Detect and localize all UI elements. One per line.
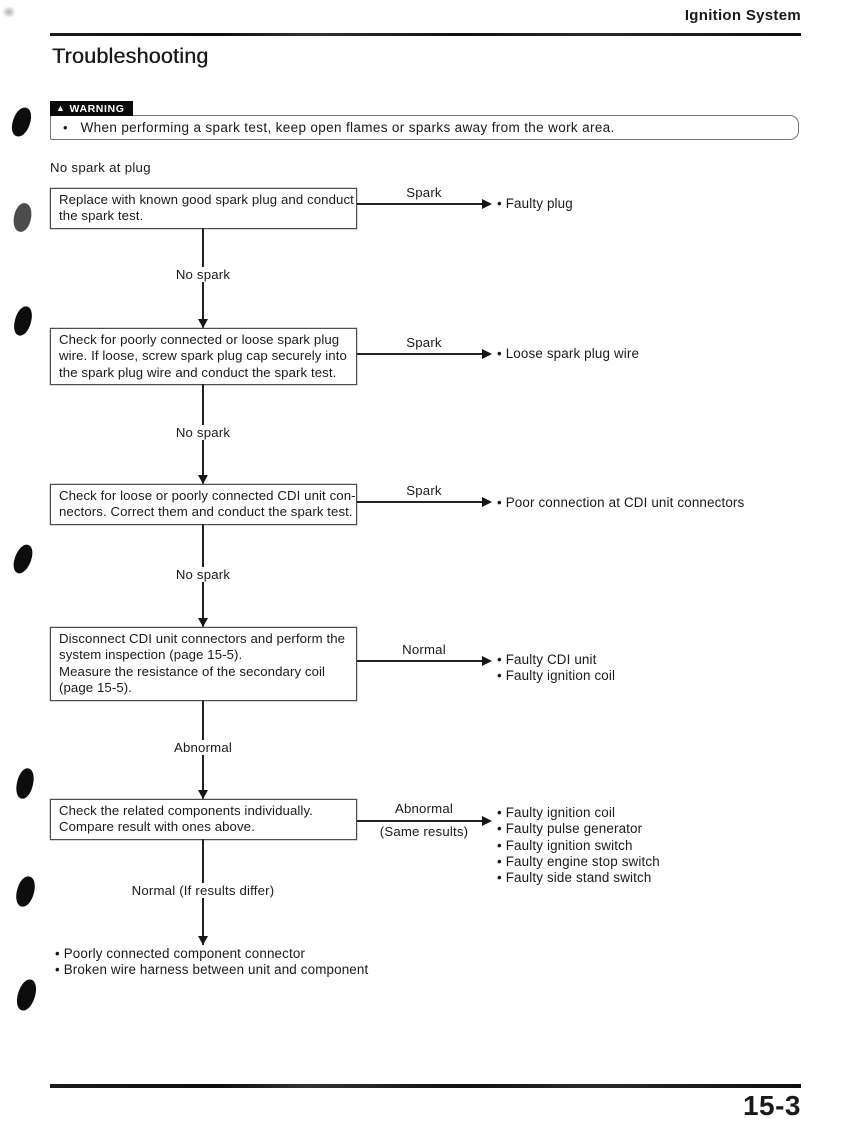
warning-bullet: • <box>63 120 68 135</box>
binding-hole <box>11 201 34 234</box>
page-header-title: Ignition System <box>684 7 801 24</box>
branch-label: Normal <box>397 642 451 657</box>
flow-box-line: Check the related components individuall… <box>59 803 313 818</box>
flow-box-line: Replace with known good spark plug and c… <box>59 192 354 207</box>
result-item: • Faulty engine stop switch <box>497 853 660 869</box>
branch-arrow <box>357 348 492 359</box>
result-item: • Faulty pulse generator <box>497 821 643 837</box>
warning-badge-label: WARNING <box>69 102 125 115</box>
branch-label: Spark <box>401 335 447 350</box>
arrow-right-icon <box>482 348 492 359</box>
header-divider <box>50 33 801 36</box>
result-item: • Faulty ignition coil <box>497 668 616 684</box>
branch-arrow <box>357 496 492 507</box>
arrow-down-icon <box>197 618 208 627</box>
arrow-down-icon <box>197 475 208 484</box>
binding-hole <box>13 977 40 1013</box>
binding-hole <box>13 766 37 801</box>
arrow-right-icon <box>482 198 492 209</box>
final-result-item: • Broken wire harness between unit and c… <box>55 962 369 978</box>
arrow-down-icon <box>197 936 208 945</box>
branch-arrow <box>357 198 492 209</box>
branch-label: Abnormal <box>389 801 459 816</box>
binding-hole <box>8 105 35 139</box>
footer-divider <box>50 1084 801 1088</box>
flow-box-line: system inspection (page 15-5). <box>59 647 243 663</box>
flow-box-line: Check for loose or poorly connected CDI … <box>59 488 356 503</box>
arrow-down-icon <box>197 319 208 328</box>
flow-box-line: the spark test. <box>59 208 144 224</box>
flow-box-check-plug-wire: Check for poorly connected or loose spar… <box>50 328 357 386</box>
down-branch-label: Normal (If results differ) <box>123 883 283 898</box>
result-item: • Faulty ignition switch <box>497 837 633 853</box>
flow-box-replace-plug: Replace with known good spark plug and c… <box>50 188 357 229</box>
result-list: • Loose spark plug wire <box>497 346 639 362</box>
result-item: • Poor connection at CDI unit connectors <box>497 495 745 510</box>
result-item: • Faulty plug <box>497 196 573 211</box>
branch-arrow <box>357 655 492 666</box>
down-branch-label: No spark <box>167 267 239 282</box>
flow-box-line: nectors. Correct them and conduct the sp… <box>59 504 353 520</box>
result-list: • Faulty CDI unit • Faulty ignition coil <box>497 652 615 685</box>
final-result-list: • Poorly connected component connector •… <box>55 946 368 979</box>
flow-box-check-components: Check the related components individuall… <box>50 799 357 840</box>
binding-hole <box>11 304 35 338</box>
binding-hole <box>10 542 36 576</box>
result-item: • Faulty ignition coil <box>497 805 616 820</box>
arrow-down-icon <box>197 790 208 799</box>
down-branch-label: No spark <box>167 425 239 440</box>
flow-box-line: Check for poorly connected or loose spar… <box>59 332 340 347</box>
flow-start-label: No spark at plug <box>50 160 151 175</box>
branch-arrow <box>357 815 492 826</box>
page-number: 15-3 <box>742 1090 801 1121</box>
down-branch-label: Abnormal <box>165 740 241 755</box>
branch-label: Spark <box>401 185 447 200</box>
branch-label: Spark <box>401 483 447 498</box>
scan-smudge <box>2 6 16 18</box>
arrow-right-icon <box>482 655 492 666</box>
down-branch-label: No spark <box>167 567 239 582</box>
flow-box-line: (page 15-5). <box>59 680 133 696</box>
arrow-right-icon <box>482 496 492 507</box>
result-item: • Faulty CDI unit <box>497 652 597 667</box>
flow-box-check-cdi-connectors: Check for loose or poorly connected CDI … <box>50 484 357 525</box>
flow-box-line: wire. If loose, screw spark plug cap sec… <box>59 348 347 364</box>
binding-hole <box>13 874 38 909</box>
flow-box-line: Measure the resistance of the secondary … <box>59 663 326 679</box>
warning-badge: ▲ WARNING <box>50 101 134 116</box>
result-list: • Faulty plug <box>497 196 573 212</box>
flow-box-line: Disconnect CDI unit connectors and perfo… <box>59 631 346 646</box>
warning-text: When performing a spark test, keep open … <box>80 120 615 135</box>
arrow-right-icon <box>482 815 492 826</box>
flow-box-line: Compare result with ones above. <box>59 819 255 835</box>
result-list: • Poor connection at CDI unit connectors <box>497 495 744 511</box>
final-result-item: • Poorly connected component connector <box>55 946 306 961</box>
result-list: • Faulty ignition coil • Faulty pulse ge… <box>497 805 660 886</box>
branch-sublabel: (Same results) <box>374 824 474 839</box>
warning-triangle-icon: ▲ <box>56 103 66 113</box>
flow-box-system-inspection: Disconnect CDI unit connectors and perfo… <box>50 627 357 701</box>
result-item: • Faulty side stand switch <box>497 870 652 886</box>
flow-box-line: the spark plug wire and conduct the spar… <box>59 364 337 380</box>
result-item: • Loose spark plug wire <box>497 346 640 361</box>
page-title: Troubleshooting <box>52 44 209 68</box>
warning-banner: • When performing a spark test, keep ope… <box>50 115 799 140</box>
